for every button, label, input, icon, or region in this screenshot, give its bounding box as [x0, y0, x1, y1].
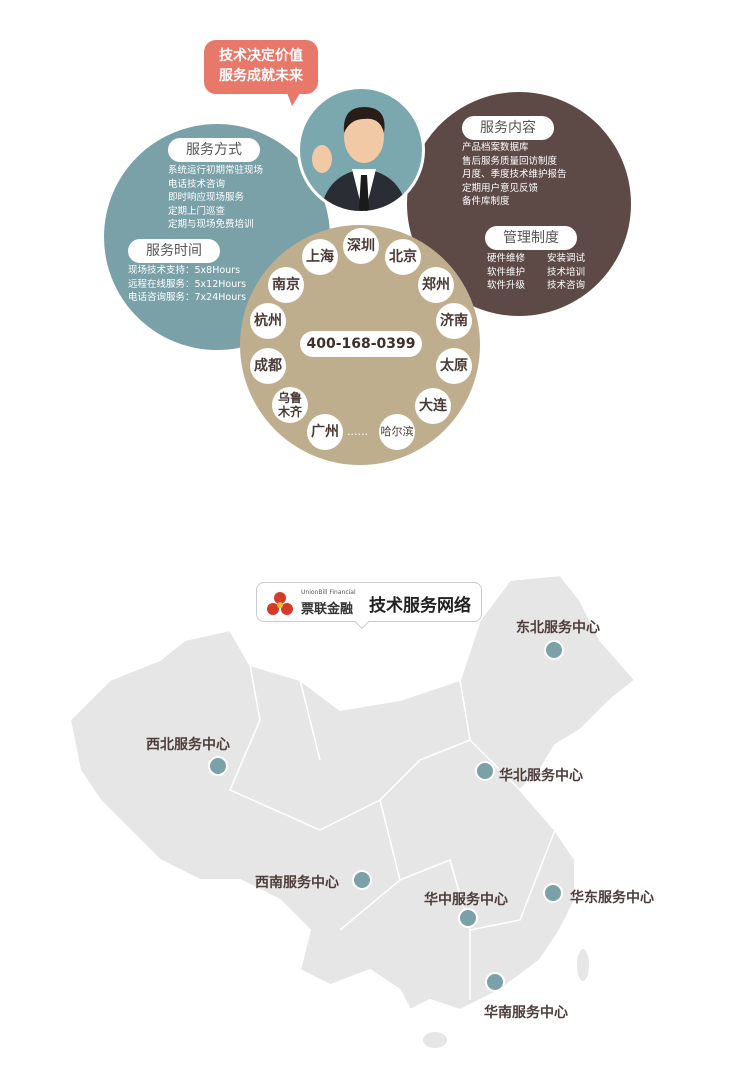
list-item: 系统运行初期常驻现场 — [168, 165, 264, 176]
list-item: 电话咨询服务：7x24Hours — [128, 292, 247, 303]
list-item: 技术培训 — [547, 266, 586, 278]
list-item: 现场技术支持：5x8Hours — [128, 265, 241, 276]
center-dot-east[interactable] — [543, 883, 563, 903]
center-label-north: 华北服务中心 — [499, 768, 583, 784]
slogan-bubble: 技术决定价值 服务成就未来 — [204, 40, 318, 106]
slogan-line-2: 服务成就未来 — [219, 68, 303, 84]
city-beijing: 北京 — [385, 239, 421, 275]
list-item: 软件维护 — [487, 266, 526, 278]
list-item: 远程在线服务：5x12Hours — [128, 278, 247, 290]
city-chengdu: 成都 — [250, 348, 286, 384]
city-shanghai: 上海 — [302, 239, 338, 275]
list-item: 定期与现场免费培训 — [168, 219, 254, 230]
management-title: 管理制度 — [485, 226, 577, 250]
agent-avatar — [297, 86, 425, 214]
customer-service-agent-icon — [312, 107, 408, 211]
china-map — [68, 573, 637, 1048]
brand-english: UnionBill Financial — [301, 589, 356, 596]
center-dot-central[interactable] — [458, 908, 478, 928]
list-item: 即时响应现场服务 — [168, 192, 245, 203]
brand-chinese: 票联金融 — [301, 602, 354, 617]
center-dot-northeast[interactable] — [544, 640, 564, 660]
service-time-list: 现场技术支持：5x8Hours 远程在线服务：5x12Hours 电话咨询服务：… — [128, 264, 246, 305]
center-label-northeast: 东北服务中心 — [516, 620, 600, 636]
service-content-title: 服务内容 — [462, 116, 554, 140]
network-header: UnionBill Financial 票联金融 技术服务网络 — [256, 582, 482, 630]
city-zhengzhou: 郑州 — [418, 267, 454, 303]
list-item: 月度、季度技术维护报告 — [462, 169, 567, 180]
more-cities: ...... — [347, 425, 368, 438]
list-item: 软件升级 — [487, 280, 526, 291]
city-jinan: 济南 — [436, 303, 472, 339]
service-mode-title: 服务方式 — [168, 138, 260, 162]
list-item: 技术咨询 — [547, 280, 586, 291]
center-label-south: 华南服务中心 — [484, 1005, 568, 1021]
city-shenzhen: 深圳 — [343, 228, 379, 264]
phone-number[interactable]: 400-168-0399 — [300, 331, 422, 357]
list-item: 售后服务质量回访制度 — [462, 155, 558, 167]
management-list: 硬件维修 安装调试 软件维护 技术培训 软件升级 技术咨询 — [487, 252, 607, 293]
city-taiyuan: 太原 — [436, 348, 472, 384]
city-urumqi: 乌鲁木齐 — [272, 387, 308, 423]
city-guangzhou: 广州 — [307, 414, 343, 450]
city-nanjing: 南京 — [268, 267, 304, 303]
network-title: 技术服务网络 — [369, 596, 471, 616]
center-dot-north[interactable] — [475, 761, 495, 781]
center-dot-southwest[interactable] — [352, 870, 372, 890]
service-mode-list: 系统运行初期常驻现场 电话技术咨询 即时响应现场服务 定期上门巡查 定期与现场免… — [168, 164, 263, 232]
center-label-northwest: 西北服务中心 — [146, 737, 230, 753]
list-item: 产品档案数据库 — [462, 142, 529, 153]
list-item: 备件库制度 — [462, 196, 510, 207]
list-item: 定期上门巡查 — [168, 205, 226, 217]
service-time-title: 服务时间 — [128, 239, 220, 263]
center-label-central: 华中服务中心 — [424, 892, 508, 908]
center-dot-south[interactable] — [485, 972, 505, 992]
city-dalian: 大连 — [415, 388, 451, 424]
center-dot-northwest[interactable] — [208, 756, 228, 776]
list-item: 电话技术咨询 — [168, 178, 226, 190]
list-item: 硬件维修 — [487, 253, 526, 264]
list-item: 安装调试 — [547, 253, 586, 264]
slogan-line-1: 技术决定价值 — [219, 48, 303, 64]
unionbill-logo-icon — [267, 592, 293, 615]
service-content-list: 产品档案数据库 售后服务质量回访制度 月度、季度技术维护报告 定期用户意见反馈 … — [462, 141, 567, 209]
city-harbin: 哈尔滨 — [379, 414, 415, 450]
center-label-east: 华东服务中心 — [570, 890, 654, 906]
list-item: 定期用户意见反馈 — [462, 182, 539, 194]
center-label-southwest: 西南服务中心 — [255, 875, 339, 891]
city-hangzhou: 杭州 — [250, 303, 286, 339]
